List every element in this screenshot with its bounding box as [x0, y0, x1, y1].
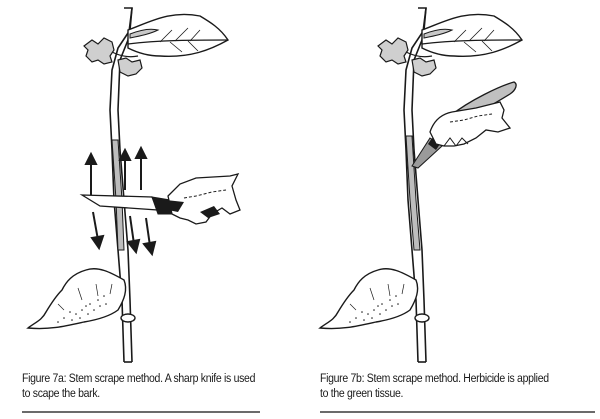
top-leaf-icon	[421, 13, 524, 58]
flower-cluster-icon	[377, 37, 437, 77]
figure-caption: Figure 7a: Stem scrape method. A sharp k…	[22, 371, 276, 401]
stem-icon	[109, 7, 133, 363]
hand-icon	[429, 101, 512, 147]
figure-caption: Figure 7b: Stem scrape method. Herbicide…	[320, 371, 600, 401]
caption-line-1: Figure 7b: Stem scrape method. Herbicide…	[320, 371, 549, 385]
caption-line-1: Figure 7a: Stem scrape method. A sharp k…	[22, 371, 256, 385]
caption-line-2: to scape the bark.	[22, 386, 100, 400]
caption-line-2: to the green tissue.	[320, 386, 404, 400]
caption-divider	[320, 411, 595, 413]
treated-strip	[405, 135, 421, 251]
top-leaf-icon	[127, 13, 230, 58]
tendril-loop-icon	[414, 313, 430, 323]
tendril-loop-icon	[120, 313, 136, 323]
figure-7a: Figure 7a: Stem scrape method. A sharp k…	[22, 7, 276, 413]
hand-icon	[166, 173, 241, 225]
bottom-leaf-icon	[26, 268, 127, 330]
bottom-leaf-icon	[318, 268, 419, 330]
knife-icon	[79, 194, 176, 215]
stem-icon	[403, 7, 427, 363]
figure-7b: Figure 7b: Stem scrape method. Herbicide…	[300, 0, 600, 419]
scrape-arrows-icon	[84, 145, 157, 257]
stem-scrape-knife-illustration	[26, 7, 241, 363]
stem-scrape-herbicide-illustration	[318, 7, 524, 363]
caption-divider	[22, 411, 260, 413]
flower-cluster-icon	[83, 37, 143, 77]
